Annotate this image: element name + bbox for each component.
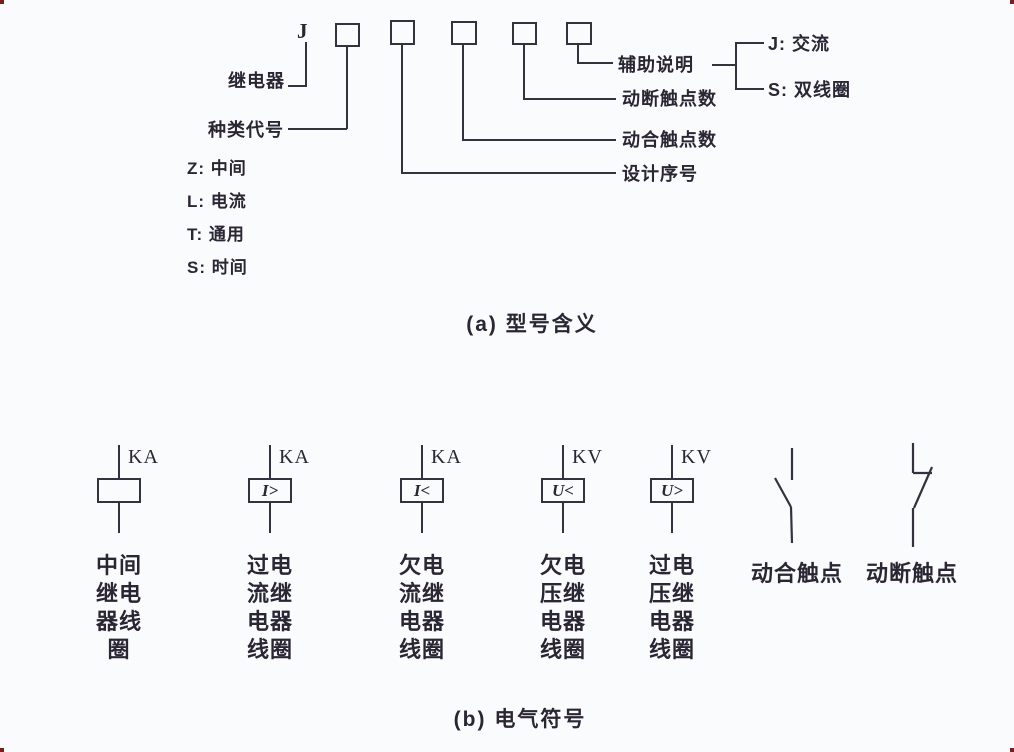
model-prefix-letter: J <box>297 19 308 43</box>
coil-bottom-lead <box>421 503 423 533</box>
model-digit-box-3 <box>451 21 477 45</box>
corner-mark-top-left <box>0 0 4 4</box>
corner-mark-top-right <box>1010 0 1014 4</box>
coil-label: 过电 流继 电器 线圈 <box>246 553 293 662</box>
prefix-hook-hline <box>288 85 307 87</box>
coil-box-text: I< <box>413 481 431 500</box>
coil-label: 欠电 压继 电器 线圈 <box>539 553 586 662</box>
type-code-z: Z: 中间 <box>187 159 247 178</box>
coil-bottom-lead <box>269 503 271 533</box>
nc-contact-label: 动断触点 <box>865 561 958 586</box>
device-tag: KV <box>681 446 712 468</box>
coil-box: U< <box>541 478 585 503</box>
coil-box: I> <box>248 478 292 503</box>
no-count-connector-vline <box>462 45 464 141</box>
nc-count-label: 动断触点数 <box>622 89 717 109</box>
corner-mark-bottom-left <box>0 748 4 752</box>
relay-label: 继电器 <box>228 71 285 91</box>
type-code-l: L: 电流 <box>187 192 247 211</box>
no-contact-icon <box>774 448 794 544</box>
coil-bottom-lead <box>671 503 673 533</box>
coil-label: 过电 压继 电器 线圈 <box>648 553 695 662</box>
type-code-s: S: 时间 <box>187 258 248 277</box>
type-code-t: T: 通用 <box>187 225 245 244</box>
type-connector-vline <box>346 47 348 129</box>
model-digit-box-5 <box>566 22 592 45</box>
coil-box-text: I> <box>261 481 279 500</box>
coil-box-text: U< <box>552 481 574 500</box>
caption-part-a: (a) 型号含义 <box>466 313 598 336</box>
no-count-label: 动合触点数 <box>622 130 717 150</box>
coil-box: I< <box>400 478 444 503</box>
coil-symbol-intermediate: KA 中间 继电 器线 圈 <box>84 440 158 690</box>
aux-bracket-stem <box>712 64 735 66</box>
model-digit-box-4 <box>512 22 537 45</box>
aux-connector-hline <box>577 62 613 64</box>
coil-box: U> <box>650 478 694 503</box>
aux-bracket-vline <box>735 42 737 90</box>
nc-count-connector-hline <box>523 98 616 100</box>
aux-code-s: S: 双线圈 <box>768 80 852 100</box>
coil-bottom-lead <box>118 503 120 533</box>
coil-top-lead <box>562 445 564 478</box>
device-tag: KA <box>128 446 159 468</box>
corner-mark-bottom-right <box>1010 748 1014 752</box>
design-connector-vline <box>401 45 403 174</box>
coil-symbol-overcurrent: I> KA 过电 流继 电器 线圈 <box>235 440 309 690</box>
type-connector-hline <box>288 128 347 130</box>
design-serial-label: 设计序号 <box>622 164 698 184</box>
device-tag: KV <box>572 446 603 468</box>
coil-box-text: U> <box>661 481 683 500</box>
nc-count-connector-vline <box>523 45 525 100</box>
nc-contact-icon <box>911 443 934 547</box>
aux-bracket-top-arm <box>735 42 764 44</box>
device-tag: KA <box>431 446 462 468</box>
aux-label: 辅助说明 <box>618 55 694 75</box>
model-digit-box-2 <box>390 20 415 45</box>
no-contact-label: 动合触点 <box>750 561 843 586</box>
coil-top-lead <box>269 445 271 478</box>
caption-part-b: (b) 电气符号 <box>453 708 587 731</box>
coil-top-lead <box>118 445 120 478</box>
aux-code-j: J: 交流 <box>768 34 831 54</box>
coil-top-lead <box>421 445 423 478</box>
coil-symbol-undercurrent: I< KA 欠电 流继 电器 线圈 <box>387 440 461 690</box>
coil-label: 中间 继电 器线 圈 <box>95 553 142 662</box>
model-digit-box-1 <box>335 23 360 47</box>
aux-connector-vline <box>577 45 579 64</box>
coil-box <box>97 478 141 503</box>
coil-top-lead <box>671 445 673 478</box>
coil-bottom-lead <box>562 503 564 533</box>
prefix-hook-vline <box>305 42 307 87</box>
type-code-label: 种类代号 <box>208 120 284 140</box>
aux-bracket-bottom-arm <box>735 88 764 90</box>
design-connector-hline <box>401 172 616 174</box>
coil-symbol-overvoltage: U> KV 过电 压继 电器 线圈 <box>637 440 711 690</box>
coil-symbol-undervoltage: U< KV 欠电 压继 电器 线圈 <box>528 440 602 690</box>
coil-label: 欠电 流继 电器 线圈 <box>398 553 445 662</box>
no-count-connector-hline <box>462 139 616 141</box>
device-tag: KA <box>279 446 310 468</box>
